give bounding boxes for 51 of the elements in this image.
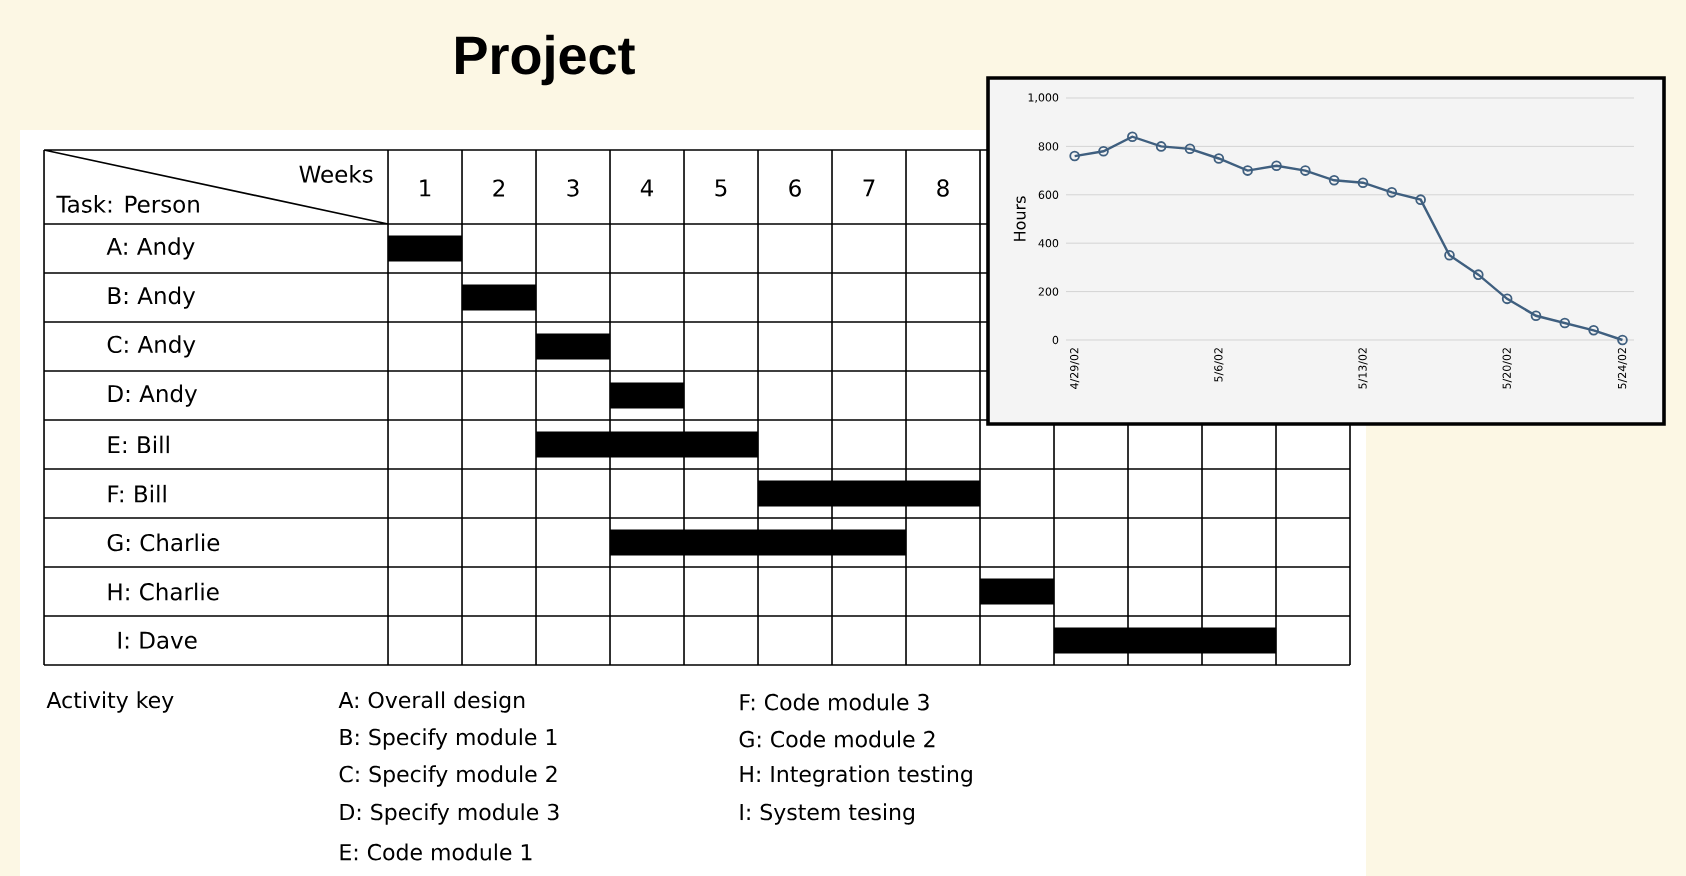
point <box>1530 310 1542 322</box>
column-header: 4 <box>640 179 654 197</box>
point <box>1127 131 1138 143</box>
column-header: 7 <box>863 179 875 197</box>
row-label: G: Charlie <box>107 533 220 552</box>
column-header: 1 <box>420 179 431 197</box>
row-label: C: Andy <box>107 335 196 358</box>
point <box>1155 141 1167 152</box>
column-header: 3 <box>567 179 579 197</box>
point <box>1386 187 1398 198</box>
row-label: F: Bill <box>108 484 166 503</box>
column-header: 8 <box>937 179 949 197</box>
point <box>1588 325 1599 336</box>
key-entry: G: Code module 2 <box>739 730 935 748</box>
point <box>1357 177 1369 188</box>
key-entry: D: Specify module 3 <box>340 803 559 825</box>
point <box>1444 249 1455 261</box>
key-entry: I: System tesing <box>740 803 914 825</box>
key-entry: F: Code module 3 <box>740 693 929 711</box>
row-label: A: Andy <box>106 237 195 260</box>
y-axis-title: Hours <box>1013 196 1026 241</box>
header-label: Task: Person <box>56 195 199 213</box>
column-header: 5 <box>715 179 727 197</box>
point <box>1473 269 1484 280</box>
row-label: I: Dave <box>118 631 197 649</box>
point <box>1098 145 1109 157</box>
point <box>1213 153 1225 164</box>
point <box>1559 317 1571 329</box>
key-entry: H: Integration testing <box>740 765 972 787</box>
point <box>1184 143 1196 155</box>
point <box>1328 174 1340 186</box>
header-label: Weeks <box>299 165 373 183</box>
point <box>1617 334 1628 346</box>
row-label: D: Andy <box>108 384 197 407</box>
point <box>1415 194 1426 205</box>
row-label: H: Charlie <box>108 582 219 601</box>
column-header: 2 <box>493 179 505 197</box>
row-label: E: Bill <box>108 435 169 454</box>
key-entry: C: Specify module 2 <box>339 765 557 787</box>
column-header: 6 <box>789 179 801 197</box>
point <box>1300 165 1311 176</box>
key-entry: B: Specify module 1 <box>340 728 557 750</box>
key-entry: A: Overall design <box>338 691 525 713</box>
point <box>1242 165 1253 176</box>
point <box>1069 150 1080 162</box>
title: Project <box>456 34 635 86</box>
point <box>1271 160 1282 172</box>
row-label: B: Andy <box>108 286 196 309</box>
key-entry: E: Code module 1 <box>340 843 532 861</box>
key-heading: Activity key <box>46 691 174 713</box>
point <box>1501 293 1513 305</box>
